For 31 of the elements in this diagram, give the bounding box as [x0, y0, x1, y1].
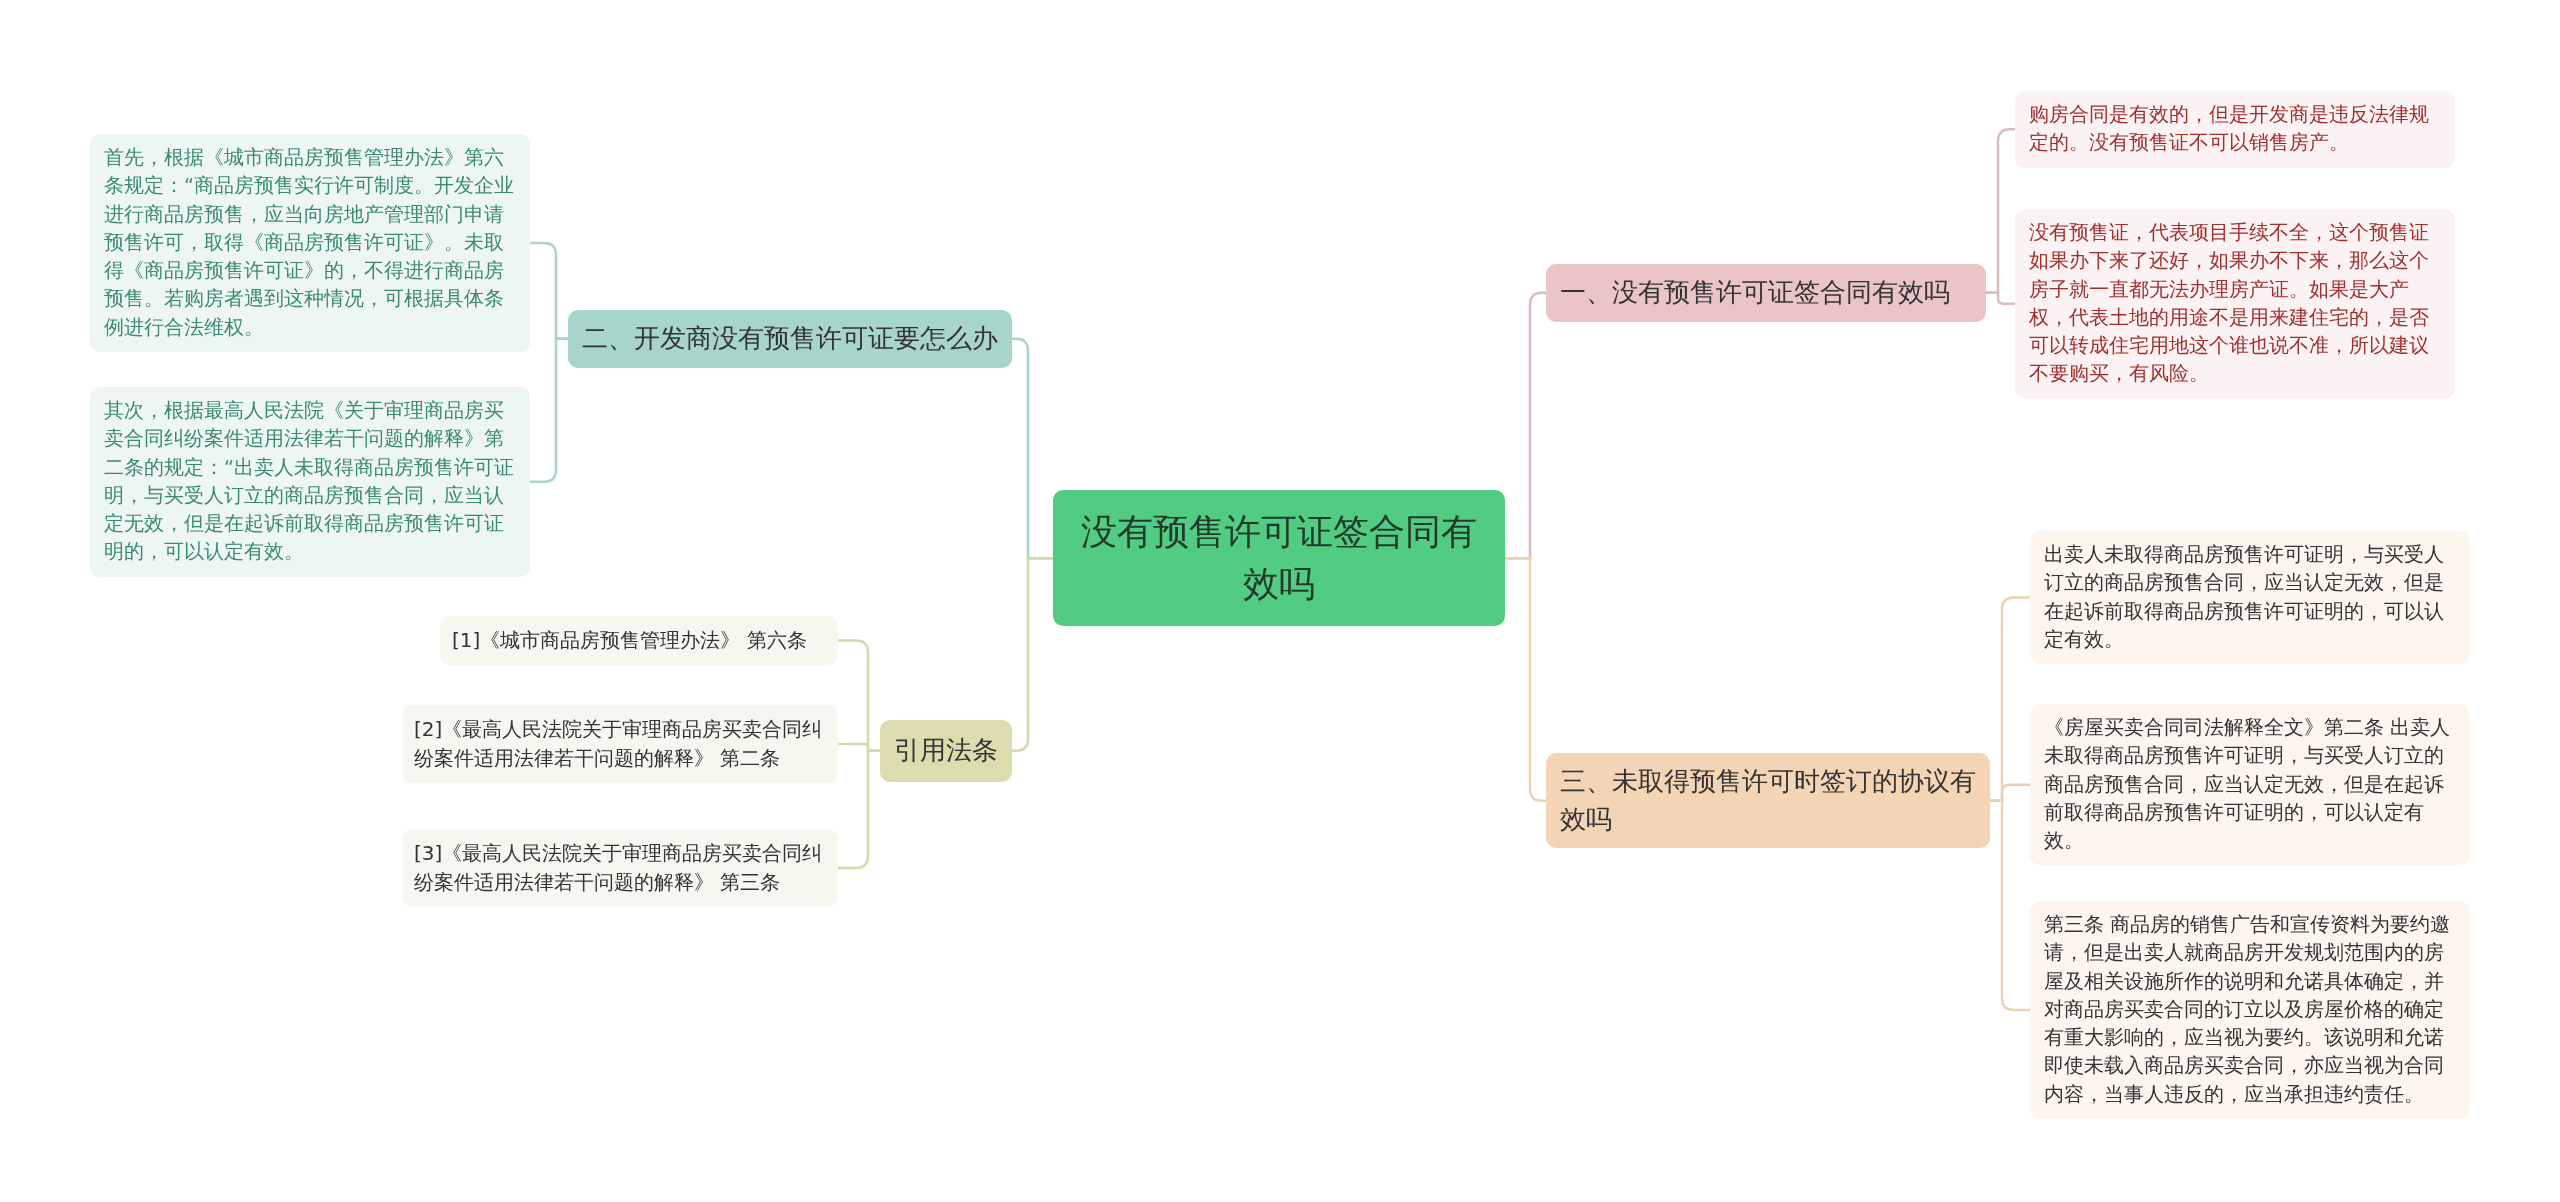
reference-card	[440, 616, 838, 665]
note-text: 《房屋买卖合同司法解释全文》第二条 出卖人未取得商品房预售许可证明，与买受人订立的商品房预售合同，应当认定无效，但是在起诉前取得商品房预售许可证明的，可以认定有效。	[2044, 715, 2452, 855]
note-text: 购房合同是有效的，但是开发商是违反法律规定的。没有预售证不可以销售房产。	[2029, 102, 2430, 157]
branch-box	[1546, 753, 1990, 849]
reference-card	[402, 705, 838, 783]
note-text: 首先，根据《城市商品房预售管理办法》第六条规定：“商品房预售实行许可制度。开发企业进行商品房预售，应当向房地产管理部门申请预售许可，取得《商品房预售许可证》。未取得《商品房预售许可证》的，不得进行商品房预售。若购房者遇到这种情况，可根据具体条例进行合法维权。	[104, 145, 516, 341]
reference-text: [3]《最高人民法院关于审理商品房买卖合同纠纷案件适用法律若干问题的解释》 第三条	[414, 840, 824, 896]
note-text: 没有预售证，代表项目手续不全，这个预售证如果办下来了还好，如果办不下来，那么这个房子就一直都无法办理房产证。如果是大产权，代表土地的用途不是用来建住宅的，是否可以转成住宅用地这个谁也说不准，所以建议不要购买，有风险。	[2029, 220, 2430, 388]
branch-box	[1546, 264, 1986, 322]
note-card	[2030, 531, 2470, 665]
branch-box	[880, 720, 1012, 782]
note-card	[2015, 91, 2455, 168]
branch-title: 三、未取得预售许可时签订的协议有效吗	[1560, 765, 1976, 836]
note-card	[90, 134, 530, 352]
note-card	[90, 387, 530, 577]
connector-line	[1986, 291, 2015, 306]
branch-title: 二、开发商没有预售许可证要怎么办	[582, 322, 998, 355]
note-card	[2030, 901, 2470, 1119]
note-text: 出卖人未取得商品房预售许可证明，与买受人订立的商品房预售合同，应当认定无效，但是在起诉前取得商品房预售许可证明的，可以认定有效。	[2044, 542, 2445, 653]
reference-text: [1]《城市商品房预售管理办法》 第六条	[452, 627, 808, 654]
note-text: 第三条 商品房的销售广告和宣传资料为要约邀请，但是出卖人就商品房开发规划范围内的房屋及相关设施所作的说明和允诺具体确定，并对商品房买卖合同的订立以及房屋价格的确定有重大影响的，应当视为要约。该说明和允诺即使未载入商品房买卖合同，亦应当视为合同内容，当事人违反的，应当承担违约责任。	[2044, 912, 2452, 1108]
reference-text: [2]《最高人民法院关于审理商品房买卖合同纠纷案件适用法律若干问题的解释》 第二条	[414, 716, 824, 772]
note-card	[2030, 704, 2470, 866]
central-topic	[1053, 490, 1505, 627]
branch-box	[568, 310, 1012, 368]
note-card	[2015, 209, 2455, 399]
branch-title: 引用法条	[894, 734, 998, 767]
branch-title: 一、没有预售许可证签合同有效吗	[1560, 276, 1951, 309]
note-text: 其次，根据最高人民法院《关于审理商品房买卖合同纠纷案件适用法律若干问题的解释》第二条的规定：“出卖人未取得商品房预售许可证明，与买受人订立的商品房预售合同，应当认定无效，但是在起诉前取得商品房预售许可证明的，可以认定有效。	[104, 398, 516, 566]
topic-title: 没有预售许可证签合同有效吗	[1080, 510, 1478, 607]
reference-card	[402, 829, 838, 907]
